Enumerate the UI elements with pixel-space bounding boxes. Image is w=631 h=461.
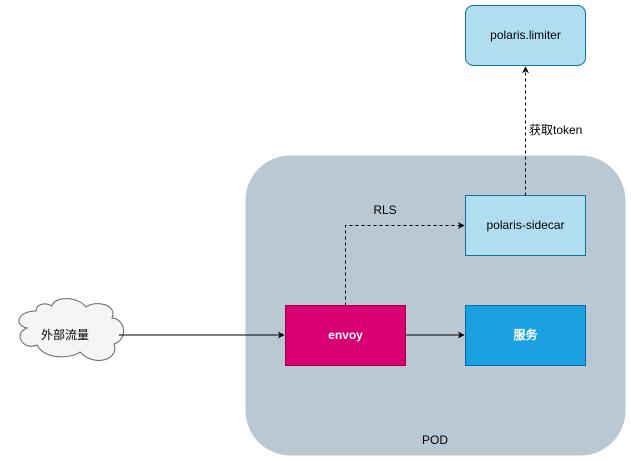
polaris-limiter-label: polaris.limiter	[490, 28, 561, 42]
edge-get-token-label: 获取token	[529, 123, 582, 137]
edge-get-token-label-bg	[526, 121, 584, 137]
envoy-node	[285, 305, 406, 366]
envoy-label: envoy	[328, 328, 363, 342]
external-traffic-label: 外部流量	[41, 327, 89, 342]
service-label: 服务	[513, 327, 538, 342]
service-node	[465, 305, 586, 366]
edge-envoy-to-sidecar	[345, 222, 465, 306]
edge-rls-label: RLS	[373, 203, 396, 217]
polaris-limiter-node	[465, 5, 586, 66]
external-traffic-cloud	[18, 298, 124, 361]
pod-label: POD	[422, 433, 448, 447]
polaris-sidecar-node	[465, 195, 586, 256]
polaris-sidecar-label: polaris-sidecar	[486, 218, 564, 232]
